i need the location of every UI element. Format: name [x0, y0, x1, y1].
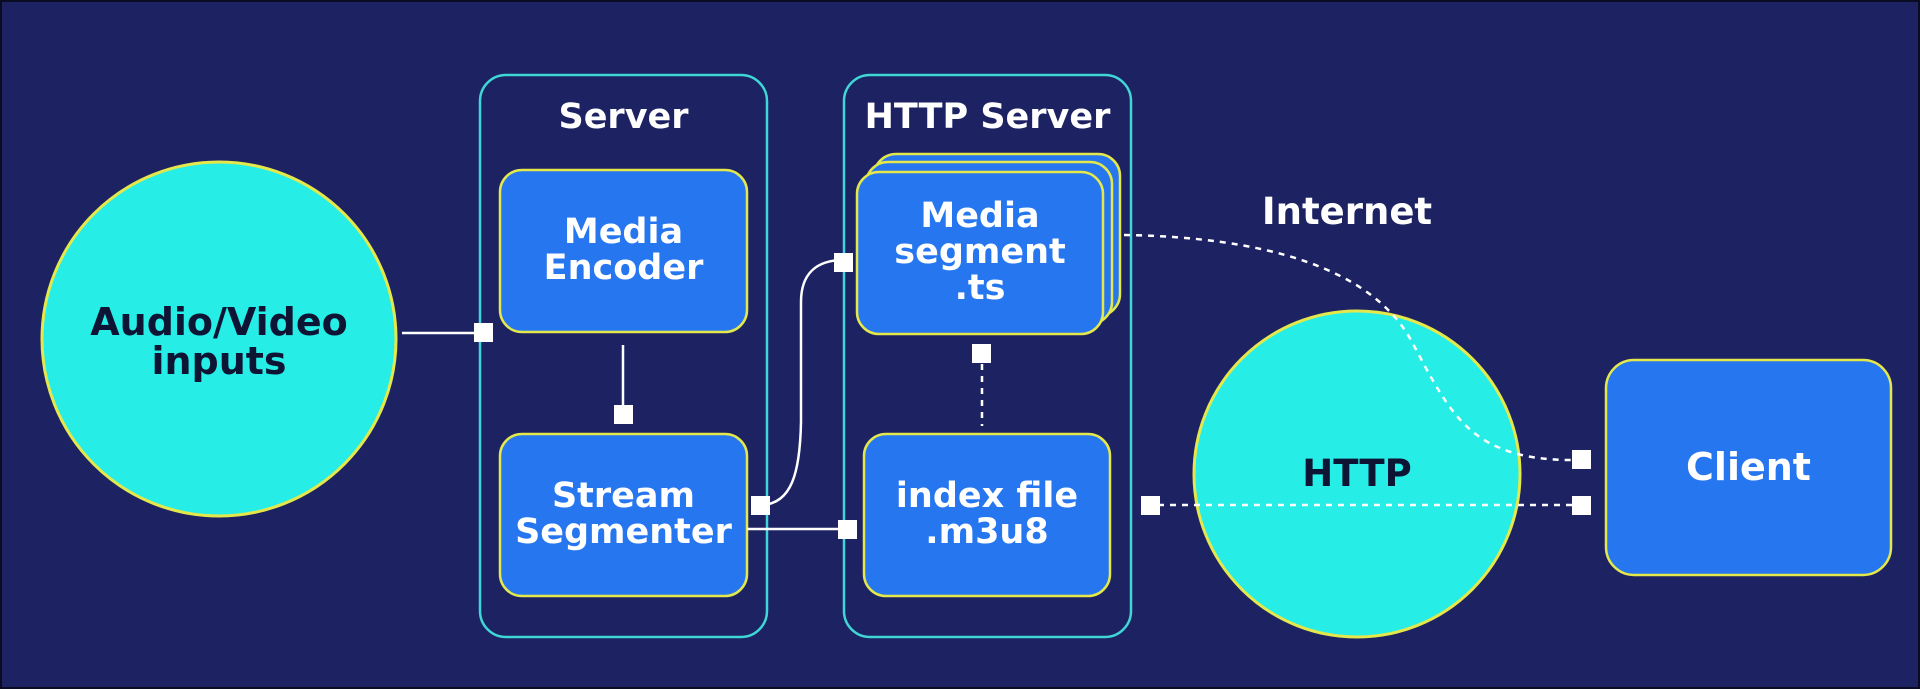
- http-server-container-title: HTTP Server: [864, 97, 1111, 138]
- endpoint-media-segment-input: [834, 253, 853, 272]
- media-encoder-node: [498, 168, 749, 334]
- endpoint-http-left: [1141, 496, 1160, 515]
- endpoint-client-http: [1572, 496, 1591, 515]
- server-container-title: Server: [558, 97, 689, 138]
- http-server-container: [842, 73, 1133, 639]
- server-container: [478, 73, 769, 639]
- media-encoder-label: Media Encoder: [543, 212, 704, 288]
- endpoint-segmenter-output: [751, 496, 770, 515]
- endpoint-server-input: [474, 323, 493, 342]
- client-label: Client: [1686, 445, 1811, 490]
- endpoint-segmenter-input: [614, 405, 633, 424]
- endpoint-client-internet: [1572, 450, 1591, 469]
- client-node: [1604, 358, 1893, 577]
- connector-internet-path: [1123, 233, 1581, 462]
- http-label: HTTP: [1302, 452, 1412, 496]
- media-segment-label: Media segment .ts: [894, 196, 1066, 308]
- stream-segmenter-node: [498, 432, 749, 598]
- audio-video-node: [40, 160, 398, 518]
- connector-segmenter-to-media-segment: [759, 258, 845, 507]
- index-file-label: index file .m3u8: [895, 476, 1079, 552]
- media-segment-node: [855, 170, 1105, 336]
- endpoint-index-input: [838, 520, 857, 539]
- http-node: [1192, 309, 1522, 639]
- audio-video-label: Audio/Video inputs: [90, 300, 348, 383]
- index-file-node: [862, 432, 1112, 598]
- endpoint-media-segment-bottom: [972, 344, 991, 363]
- stream-segmenter-label: Stream Segmenter: [515, 476, 732, 552]
- internet-label: Internet: [1261, 190, 1433, 234]
